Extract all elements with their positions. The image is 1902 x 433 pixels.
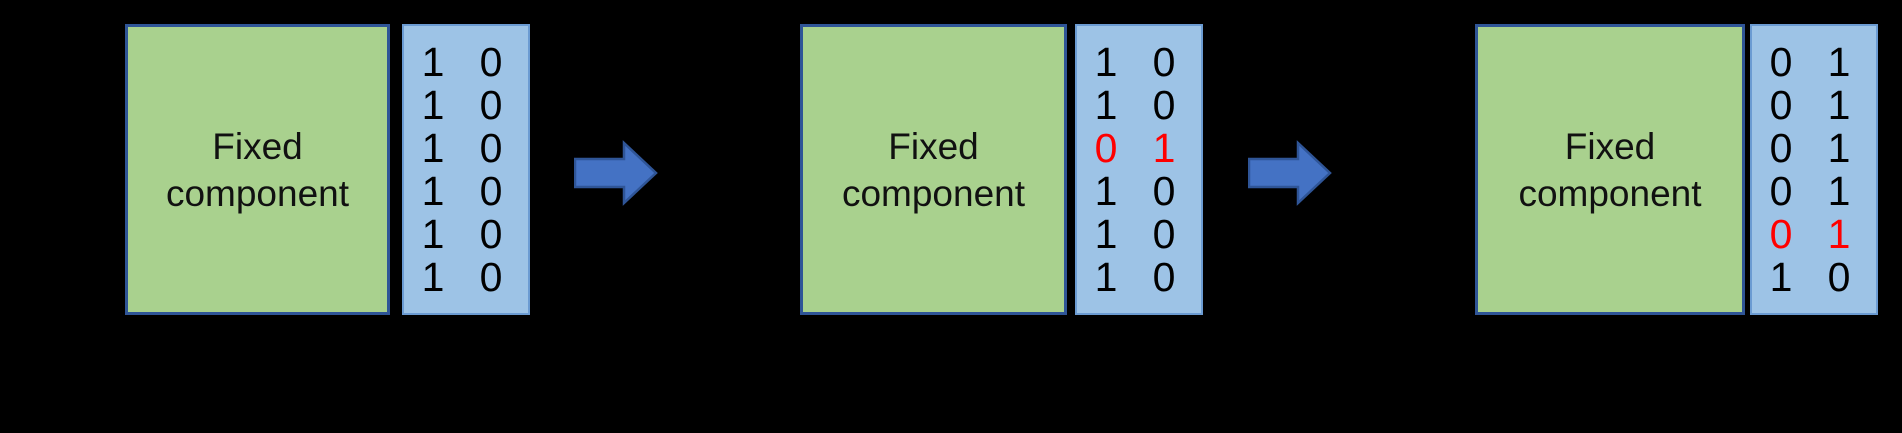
matrix-row: 1 0 xyxy=(1077,167,1201,214)
fixed-component-label-line1: Fixed xyxy=(888,125,979,167)
fixed-component-box: Fixed component xyxy=(1475,24,1745,315)
matrix-cell: 0 xyxy=(1769,38,1793,85)
matrix-row: 1 0 xyxy=(404,38,528,85)
matrix-row-mutated: 0 1 xyxy=(1752,210,1876,257)
matrix-cell: 0 xyxy=(1769,210,1793,257)
matrix-cell: 1 xyxy=(421,38,445,85)
matrix-row: 1 0 xyxy=(404,253,528,300)
fixed-component-label-line2: component xyxy=(165,172,350,214)
matrix-row: 1 0 xyxy=(404,210,528,257)
fixed-component-box: Fixed component xyxy=(125,24,390,315)
matrix-row: 1 0 xyxy=(1077,253,1201,300)
matrix-cell: 1 xyxy=(1769,253,1793,300)
matrix-cell: 0 xyxy=(1827,253,1851,300)
matrix-row: 1 0 xyxy=(1077,38,1201,85)
matrix-row: 1 0 xyxy=(1077,81,1201,128)
binary-matrix: 0 1 0 1 0 1 0 1 0 1 1 0 xyxy=(1750,24,1878,315)
binary-matrix: 1 0 1 0 0 1 1 0 1 0 1 0 xyxy=(1075,24,1203,315)
matrix-cell: 1 xyxy=(1827,210,1851,257)
matrix-cell: 1 xyxy=(1094,253,1118,300)
matrix-row: 0 1 xyxy=(1752,167,1876,214)
matrix-cell: 0 xyxy=(1094,124,1118,171)
matrix-cell: 0 xyxy=(479,167,503,214)
matrix-cell: 0 xyxy=(1769,124,1793,171)
matrix-cell: 1 xyxy=(421,253,445,300)
fixed-component-label-line1: Fixed xyxy=(1564,125,1656,167)
matrix-cell: 0 xyxy=(1152,167,1176,214)
matrix-cell: 1 xyxy=(1827,81,1851,128)
matrix-cell: 1 xyxy=(1094,167,1118,214)
matrix-row: 1 0 xyxy=(1077,210,1201,257)
fixed-component-box: Fixed component xyxy=(800,24,1067,315)
matrix-cell: 1 xyxy=(1152,124,1176,171)
right-arrow-icon xyxy=(573,140,658,206)
matrix-cell: 1 xyxy=(1094,210,1118,257)
matrix-cell: 0 xyxy=(1152,81,1176,128)
matrix-cell: 0 xyxy=(479,210,503,257)
matrix-cell: 0 xyxy=(1152,38,1176,85)
matrix-cell: 0 xyxy=(1152,253,1176,300)
matrix-cell: 1 xyxy=(1827,124,1851,171)
matrix-cell: 0 xyxy=(1769,167,1793,214)
matrix-row-mutated: 0 1 xyxy=(1077,124,1201,171)
matrix-row: 0 1 xyxy=(1752,81,1876,128)
matrix-row: 1 0 xyxy=(404,81,528,128)
matrix-row: 1 0 xyxy=(1752,253,1876,300)
matrix-cell: 1 xyxy=(421,210,445,257)
matrix-cell: 1 xyxy=(1094,81,1118,128)
matrix-cell: 0 xyxy=(479,38,503,85)
matrix-cell: 1 xyxy=(1827,167,1851,214)
matrix-row: 1 0 xyxy=(404,167,528,214)
matrix-row: 0 1 xyxy=(1752,38,1876,85)
matrix-cell: 1 xyxy=(1827,38,1851,85)
matrix-cell: 1 xyxy=(421,167,445,214)
matrix-cell: 0 xyxy=(1769,81,1793,128)
matrix-cell: 0 xyxy=(1152,210,1176,257)
matrix-cell: 0 xyxy=(479,253,503,300)
matrix-row: 0 1 xyxy=(1752,124,1876,171)
matrix-cell: 1 xyxy=(421,81,445,128)
matrix-row: 1 0 xyxy=(404,124,528,171)
matrix-cell: 1 xyxy=(1094,38,1118,85)
fixed-component-label-line1: Fixed xyxy=(212,125,303,167)
binary-matrix: 1 0 1 0 1 0 1 0 1 0 1 0 xyxy=(402,24,530,315)
fixed-component-label-line2: component xyxy=(841,172,1026,214)
right-arrow-icon xyxy=(1247,140,1332,206)
matrix-cell: 1 xyxy=(421,124,445,171)
fixed-component-label-line2: component xyxy=(1518,172,1702,214)
matrix-cell: 0 xyxy=(479,124,503,171)
matrix-cell: 0 xyxy=(479,81,503,128)
